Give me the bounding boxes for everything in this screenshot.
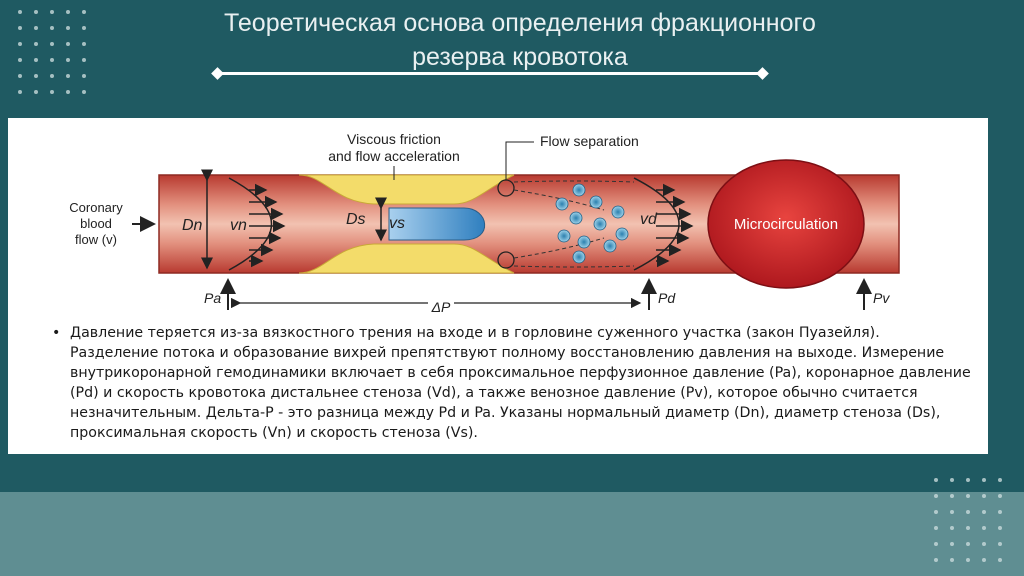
label-vs: vs <box>389 215 405 232</box>
label-coronary-line2: blood <box>80 216 112 231</box>
decorative-dots-bottom-right <box>934 478 1014 574</box>
label-vd: vd <box>640 211 658 228</box>
label-flow-separation: Flow separation <box>540 133 639 149</box>
title-underline <box>218 72 762 75</box>
caption-text: Давление теряется из-за вязкостного трен… <box>70 325 971 441</box>
label-ds: Ds <box>346 211 366 228</box>
distal-velocity-profile <box>633 177 680 271</box>
label-dn: Dn <box>182 217 203 234</box>
flow-separation-circle-bottom <box>497 251 515 269</box>
label-coronary-line3: flow (v) <box>75 232 117 247</box>
label-pa: Pa <box>204 290 221 306</box>
flow-separation-dashed-top-2 <box>513 180 635 183</box>
label-viscous-line1: Viscous friction <box>347 131 441 147</box>
flow-separation-dashed-top <box>513 189 605 211</box>
label-pd: Pd <box>658 290 676 306</box>
background-bottom-band <box>0 492 1024 576</box>
slide-title-line2: резерва кровотока <box>412 43 628 71</box>
label-delta-p: ΔP <box>431 299 451 315</box>
label-microcirculation: Microcirculation <box>734 216 838 233</box>
label-coronary-line1: Coronary <box>69 200 123 215</box>
proximal-velocity-arrows <box>249 183 286 268</box>
label-pv: Pv <box>873 290 890 306</box>
stenosis-diagram: Viscous friction and flow acceleration F… <box>69 131 900 315</box>
stenosis-jet <box>388 207 486 241</box>
flow-separation-callout-line <box>505 141 534 180</box>
caption-bullet: • <box>52 325 61 341</box>
slide-title: Теоретическая основа определения фракцио… <box>120 6 920 74</box>
caption-paragraph: • Давление теряется из-за вязкостного тр… <box>52 323 972 443</box>
microcirculation-ellipse <box>707 159 865 289</box>
plaque-bottom <box>298 243 515 274</box>
vortices <box>555 183 629 264</box>
flow-separation-dashed-bottom-2 <box>513 265 635 268</box>
label-vn: vn <box>230 217 247 234</box>
distal-velocity-arrows <box>656 183 694 268</box>
plaque-top <box>298 174 515 205</box>
decorative-dots-top-left <box>18 10 98 106</box>
flow-separation-dashed-bottom <box>513 237 605 259</box>
slide-title-line1: Теоретическая основа определения фракцио… <box>224 9 816 37</box>
label-viscous-line2: and flow acceleration <box>328 148 460 164</box>
proximal-velocity-profile <box>228 177 272 271</box>
